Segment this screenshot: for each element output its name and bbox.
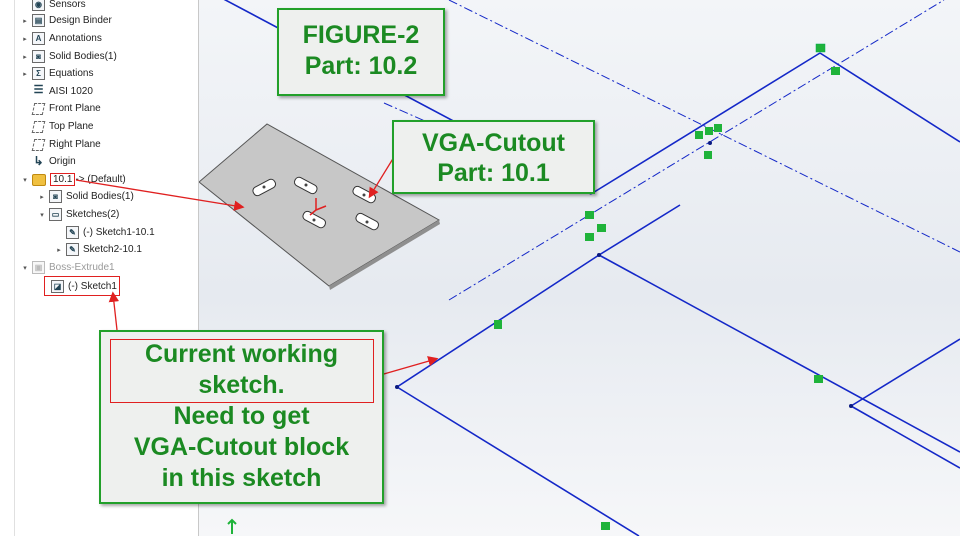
tree-item-label: (-) Sketch1-10.1 xyxy=(83,227,155,238)
sketch-icon: ◪ xyxy=(51,279,64,293)
tree-item-label: Front Plane xyxy=(49,103,101,114)
tree-item-boss-extrude1[interactable]: ▾ ▣ Boss-Extrude1 xyxy=(20,259,115,276)
tree-item-sketches-folder[interactable]: ▾ ▭ Sketches(2) xyxy=(37,206,119,223)
callout-line: FIGURE-2 xyxy=(302,21,420,49)
material-icon: ☰ xyxy=(33,84,44,96)
part-icon xyxy=(32,173,46,186)
tree-item-solid-bodies[interactable]: ▸ ◙ Solid Bodies(1) xyxy=(20,48,117,65)
tree-item-label: Top Plane xyxy=(49,121,94,132)
solid-bodies-icon: ◙ xyxy=(32,50,45,63)
tree-item-label: Sketches(2) xyxy=(66,209,120,220)
callout-line: Need to get xyxy=(173,402,310,430)
tree-item-annotations[interactable]: ▸ A Annotations xyxy=(20,30,102,47)
expander-icon[interactable]: ▸ xyxy=(23,53,27,61)
vga-plate-model[interactable] xyxy=(199,123,440,290)
expander-icon[interactable]: ▸ xyxy=(23,35,27,43)
plane-icon xyxy=(31,138,46,151)
expander-icon[interactable]: ▸ xyxy=(23,17,27,25)
binder-icon: ▤ xyxy=(32,14,45,27)
tree-item-label: Solid Bodies(1) xyxy=(66,191,134,202)
sketch-icon: ✎ xyxy=(66,243,79,256)
expander-icon[interactable]: ▸ xyxy=(40,193,44,201)
callout-line: Part: 10.1 xyxy=(437,159,550,187)
callout-line: VGA-Cutout xyxy=(421,129,566,157)
sketch-icon: ✎ xyxy=(66,226,79,239)
tree-item-part-solid-bodies[interactable]: ▸ ◙ Solid Bodies(1) xyxy=(37,188,134,205)
plane-icon xyxy=(31,102,46,115)
tree-item-origin[interactable]: ↳ Origin xyxy=(20,153,76,170)
tree-item-equations[interactable]: ▸ Σ Equations xyxy=(20,65,93,82)
tree-item-label: (-) Sketch1 xyxy=(68,280,117,292)
part-config: -> (Default) xyxy=(75,174,126,185)
tree-item-label: Right Plane xyxy=(49,139,101,150)
tree-item-label: Design Binder xyxy=(49,15,112,26)
callout-line: sketch. xyxy=(198,371,285,399)
callout-line: in this sketch xyxy=(161,464,322,492)
tree-item-material[interactable]: ☰ AISI 1020 xyxy=(20,83,93,100)
annotations-icon: A xyxy=(32,32,45,45)
tree-item-front-plane[interactable]: Front Plane xyxy=(20,100,101,117)
expander-icon[interactable]: ▾ xyxy=(40,211,44,219)
tree-item-label: Boss-Extrude1 xyxy=(49,262,115,273)
tree-item-label: AISI 1020 xyxy=(49,86,93,97)
working-sketch-callout: Current working sketch. Need to get VGA-… xyxy=(99,330,384,504)
tree-item-part-10-1[interactable]: ▾ 10.1 -> (Default) xyxy=(20,171,126,188)
sensor-icon: ◉ xyxy=(32,0,45,11)
vga-cutout-callout: VGA-Cutout Part: 10.1 xyxy=(392,120,595,194)
expander-icon[interactable]: ▸ xyxy=(23,70,27,78)
tree-item-right-plane[interactable]: Right Plane xyxy=(20,136,101,153)
expander-icon[interactable]: ▾ xyxy=(23,176,27,184)
tree-rail xyxy=(14,0,15,536)
extrude-icon: ▣ xyxy=(32,261,45,274)
plane-icon xyxy=(31,120,46,133)
folder-icon: ▭ xyxy=(49,208,62,221)
tree-item-label: Solid Bodies(1) xyxy=(49,51,117,62)
sketch-points xyxy=(395,141,853,408)
tree-item-label: Annotations xyxy=(49,33,102,44)
tree-item-sketch1-10-1[interactable]: ✎ (-) Sketch1-10.1 xyxy=(64,224,155,241)
tree-item-label: Sensors xyxy=(49,0,86,10)
highlight-box xyxy=(110,339,374,403)
callout-line: Current working xyxy=(144,340,339,368)
tree-item-label: Origin xyxy=(49,156,76,167)
origin-triad-icon xyxy=(309,198,327,216)
sketch-relations[interactable] xyxy=(227,43,840,534)
expander-icon[interactable]: ▾ xyxy=(23,264,27,272)
tree-item-sketch2-10-1[interactable]: ▸ ✎ Sketch2-10.1 xyxy=(54,241,142,258)
tree-item-design-binder[interactable]: ▸ ▤ Design Binder xyxy=(20,12,112,29)
expander-icon[interactable]: ▸ xyxy=(57,246,61,254)
feature-manager-tree: ◉ Sensors ▸ ▤ Design Binder ▸ A Annotati… xyxy=(0,0,199,536)
tree-item-sensors[interactable]: ◉ Sensors xyxy=(20,0,86,13)
tree-item-current-sketch[interactable]: ◪ (-) Sketch1 xyxy=(44,276,120,296)
callout-line: Part: 10.2 xyxy=(304,52,418,80)
tree-item-label: Equations xyxy=(49,68,94,79)
tree-item-top-plane[interactable]: Top Plane xyxy=(20,118,93,135)
equations-icon: Σ xyxy=(32,67,45,80)
part-name: 10.1 xyxy=(50,173,76,186)
callout-line: VGA-Cutout block xyxy=(133,433,350,461)
solid-bodies-icon: ◙ xyxy=(49,190,62,203)
tree-item-label: Sketch2-10.1 xyxy=(83,244,142,255)
figure-callout: FIGURE-2 Part: 10.2 xyxy=(277,8,445,96)
origin-icon: ↳ xyxy=(33,154,44,168)
